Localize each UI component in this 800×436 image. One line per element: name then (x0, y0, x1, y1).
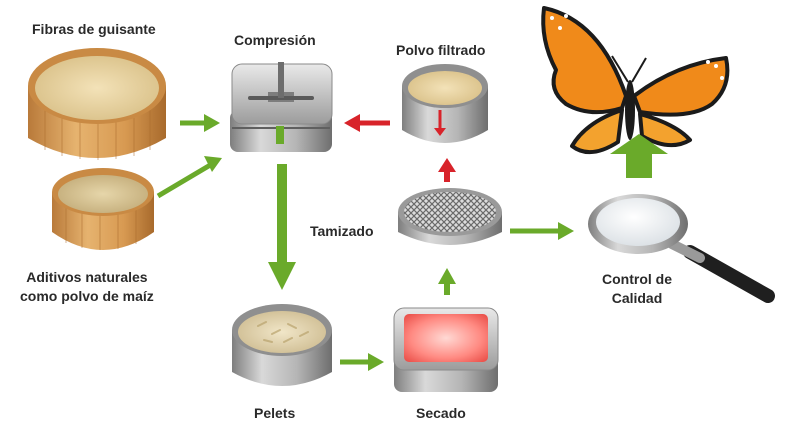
label-aditivos-line1: Aditivos naturales (20, 268, 154, 287)
label-compresion: Compresión (234, 31, 316, 50)
arrow-tamizado-to-control (510, 222, 574, 240)
fibras-bowl-icon (28, 48, 166, 160)
arrow-fibras-to-compresion (180, 114, 220, 132)
aditivos-bowl-icon (52, 168, 154, 250)
arrow-tamizado-to-polvo (438, 158, 456, 182)
arrow-aditivos-to-compresion (158, 156, 222, 196)
label-secado: Secado (416, 404, 466, 423)
label-aditivos-line2: como polvo de maíz (20, 287, 154, 306)
sieve-icon (398, 188, 502, 245)
label-control-line2: Calidad (592, 289, 682, 308)
arrow-pelets-to-secado (340, 353, 384, 371)
arrow-polvo-to-compresion (344, 114, 390, 132)
label-aditivos: Aditivos naturales como polvo de maíz (20, 268, 154, 306)
secado-tray-icon (394, 308, 498, 392)
label-tamizado: Tamizado (310, 222, 374, 241)
compression-press-icon (230, 62, 332, 152)
arrow-compresion-to-pelets (268, 164, 296, 290)
butterfly-icon (543, 8, 727, 152)
label-fibras: Fibras de guisante (32, 20, 156, 39)
label-control: Control de Calidad (592, 270, 682, 308)
label-control-line1: Control de (592, 270, 682, 289)
polvo-filtrado-cup-icon (402, 64, 488, 143)
pelets-cup-icon (232, 304, 332, 386)
label-pelets: Pelets (254, 404, 295, 423)
arrow-secado-to-tamizado (438, 268, 456, 295)
label-polvo-filtrado: Polvo filtrado (396, 41, 485, 60)
